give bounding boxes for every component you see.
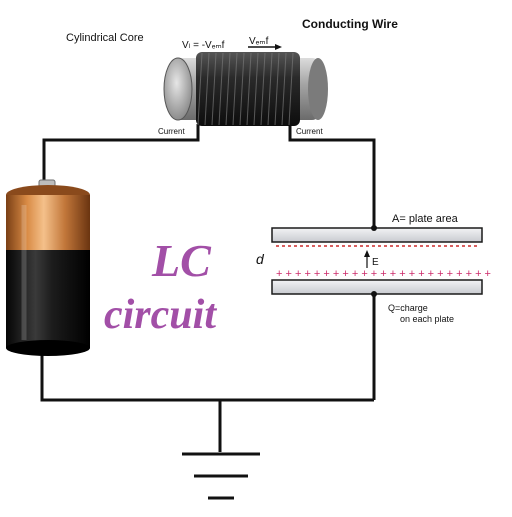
wire-battery-to-inductor <box>42 124 200 188</box>
battery <box>6 179 90 356</box>
field-label: E <box>372 257 379 268</box>
emf-arrowhead-icon <box>275 44 282 50</box>
battery-black-body <box>6 250 90 348</box>
current-left-label: Current <box>158 127 185 136</box>
capacitor-plate-bottom <box>271 279 483 295</box>
positive-charges: + + + + + + + + + + + + + + + + + + + + … <box>276 268 491 280</box>
capacitor-plate-top <box>271 227 483 243</box>
current-right-label: Current <box>296 127 323 136</box>
plate-area-label: A= plate area <box>392 213 459 225</box>
cylindrical-core-label: Cylindrical Core <box>66 32 144 44</box>
inductor <box>163 44 328 126</box>
coil-turns <box>197 52 294 126</box>
ground-icon <box>182 452 260 500</box>
distance-label: d <box>256 251 265 267</box>
core-end-left <box>163 57 193 121</box>
title-line2: circuit <box>104 292 217 338</box>
conducting-wire-label: Conducting Wire <box>302 17 398 31</box>
core-end-right <box>308 58 328 120</box>
field-arrowhead-icon <box>364 250 370 257</box>
battery-copper-top <box>6 195 90 253</box>
emf-label: Vₑₘf <box>249 36 269 47</box>
charge-label-line1: Q=charge <box>388 303 428 313</box>
wire-bottom-return <box>40 352 374 402</box>
capacitor: + + + + + + + + + + + + + + + + + + + + … <box>271 225 491 297</box>
charge-label-line2: on each plate <box>400 314 454 324</box>
title-line1: LC <box>151 235 212 286</box>
voltage-label: Vₗ = -Vₑₘf <box>182 40 225 51</box>
wire-inductor-to-capacitor <box>288 124 376 228</box>
circuit-wires <box>40 124 376 452</box>
